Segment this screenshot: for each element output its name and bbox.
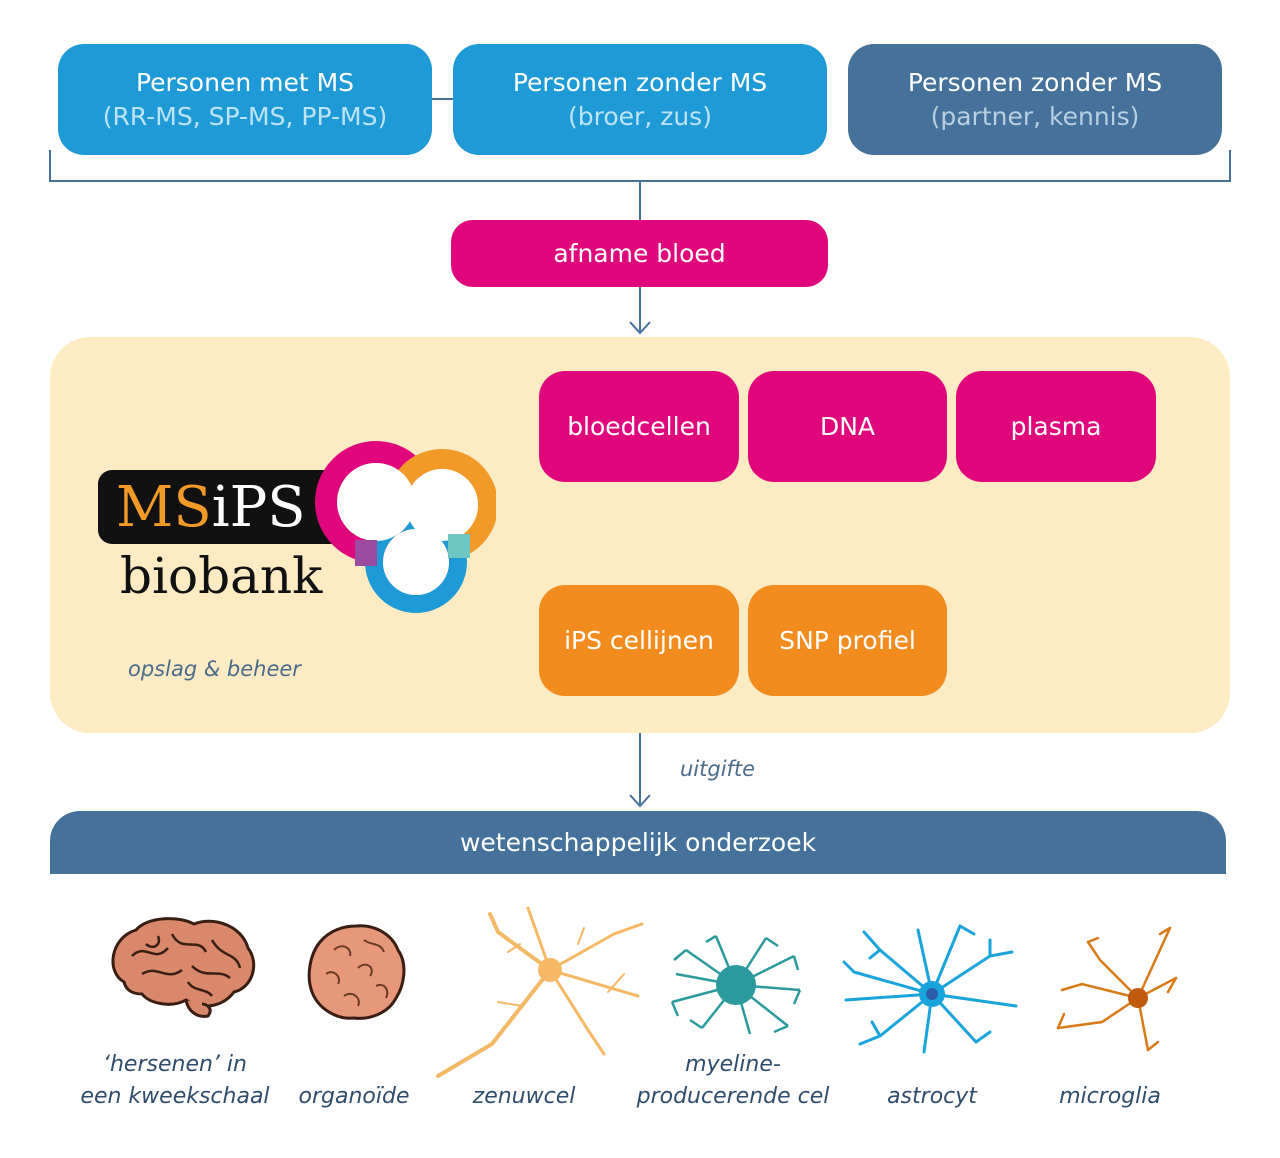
derived-label: SNP profiel: [779, 626, 916, 655]
source-subtitle: (partner, kennis): [930, 101, 1140, 131]
sample-label: DNA: [819, 412, 876, 441]
source-title: Personen met MS: [135, 67, 355, 97]
sample-label: plasma: [1010, 412, 1102, 441]
source-title: Personen zonder MS: [907, 67, 1163, 97]
sample-label: bloedcellen: [567, 412, 711, 441]
neuron-icon: [436, 906, 644, 1078]
source-box-ms: Personen met MS (RR-MS, SP-MS, PP-MS): [58, 44, 432, 155]
logo-biobank-text: biobank: [120, 547, 323, 605]
oligodendrocyte-icon: [670, 934, 802, 1035]
microglia-icon: [1056, 926, 1178, 1052]
research-band: wetenschappelijk onderzoek: [50, 811, 1226, 874]
sample-box-dna: DNA: [748, 371, 947, 482]
derived-box-snp: SNP profiel: [748, 585, 947, 696]
logo-ms: MS: [116, 475, 212, 540]
app-label-microglia: microglia: [1059, 1084, 1161, 1109]
source-subtitle: (RR-MS, SP-MS, PP-MS): [102, 101, 388, 131]
brain-icon: [111, 917, 256, 1018]
logo-i: i: [211, 475, 230, 540]
source-box-sibling: Personen zonder MS (broer, zus): [453, 44, 827, 155]
sample-box-plasma: plasma: [956, 371, 1156, 482]
organoid-icon: [307, 924, 406, 1020]
blood-collection-box: afname bloed: [451, 220, 828, 287]
app-label-neuron: zenuwcel: [472, 1084, 576, 1109]
app-label-oligodendrocyte: myeline- producerende cel: [636, 1052, 830, 1109]
derived-box-ips: iPS cellijnen: [539, 585, 739, 696]
astrocyte-icon: [842, 924, 1018, 1054]
msips-logo: MSiPS biobank: [96, 440, 496, 615]
release-note: uitgifte: [680, 757, 756, 781]
source-box-partner: Personen zonder MS (partner, kennis): [848, 44, 1222, 155]
source-title: Personen zonder MS: [512, 67, 768, 97]
app-label-brain: ‘hersenen’ in een kweekschaal: [80, 1052, 270, 1109]
blood-collection-label: afname bloed: [553, 239, 726, 268]
logo-ps: PS: [229, 475, 306, 540]
logo-rings-icon: [98, 441, 496, 613]
logo-wordmark: MSiPS: [116, 468, 306, 548]
source-subtitle: (broer, zus): [568, 101, 712, 131]
derived-label: iPS cellijnen: [564, 626, 714, 655]
research-label: wetenschappelijk onderzoek: [459, 828, 817, 857]
app-label-organoid: organoïde: [298, 1084, 410, 1109]
storage-note: opslag & beheer: [128, 657, 301, 681]
app-label-astrocyte: astrocyt: [887, 1084, 977, 1109]
sample-box-bloodcells: bloedcellen: [539, 371, 739, 482]
